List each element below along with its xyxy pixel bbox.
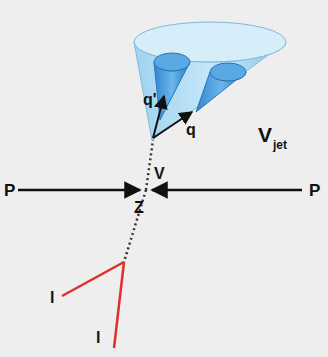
- boson-label: Z: [134, 200, 144, 216]
- z-boson-line: [124, 190, 146, 262]
- proton-beam: [152, 189, 302, 192]
- subjet-cone-top: [154, 53, 190, 71]
- jet-label: V: [258, 124, 272, 145]
- proton-beam: [18, 189, 140, 192]
- quark-label: q': [143, 92, 157, 108]
- proton-label: P: [309, 182, 320, 199]
- jet-cone-top: [134, 22, 286, 62]
- lepton-label: l: [50, 290, 54, 306]
- lepton-line: [62, 262, 124, 296]
- proton-label: P: [4, 182, 15, 199]
- jet-subscript: jet: [273, 139, 287, 151]
- quark-label: q: [186, 122, 196, 138]
- boson-label: V: [154, 166, 165, 182]
- lepton-label: l: [96, 330, 100, 346]
- lepton-line: [114, 262, 124, 348]
- v-boson-line: [146, 140, 153, 190]
- subjet-cone-top: [210, 63, 246, 81]
